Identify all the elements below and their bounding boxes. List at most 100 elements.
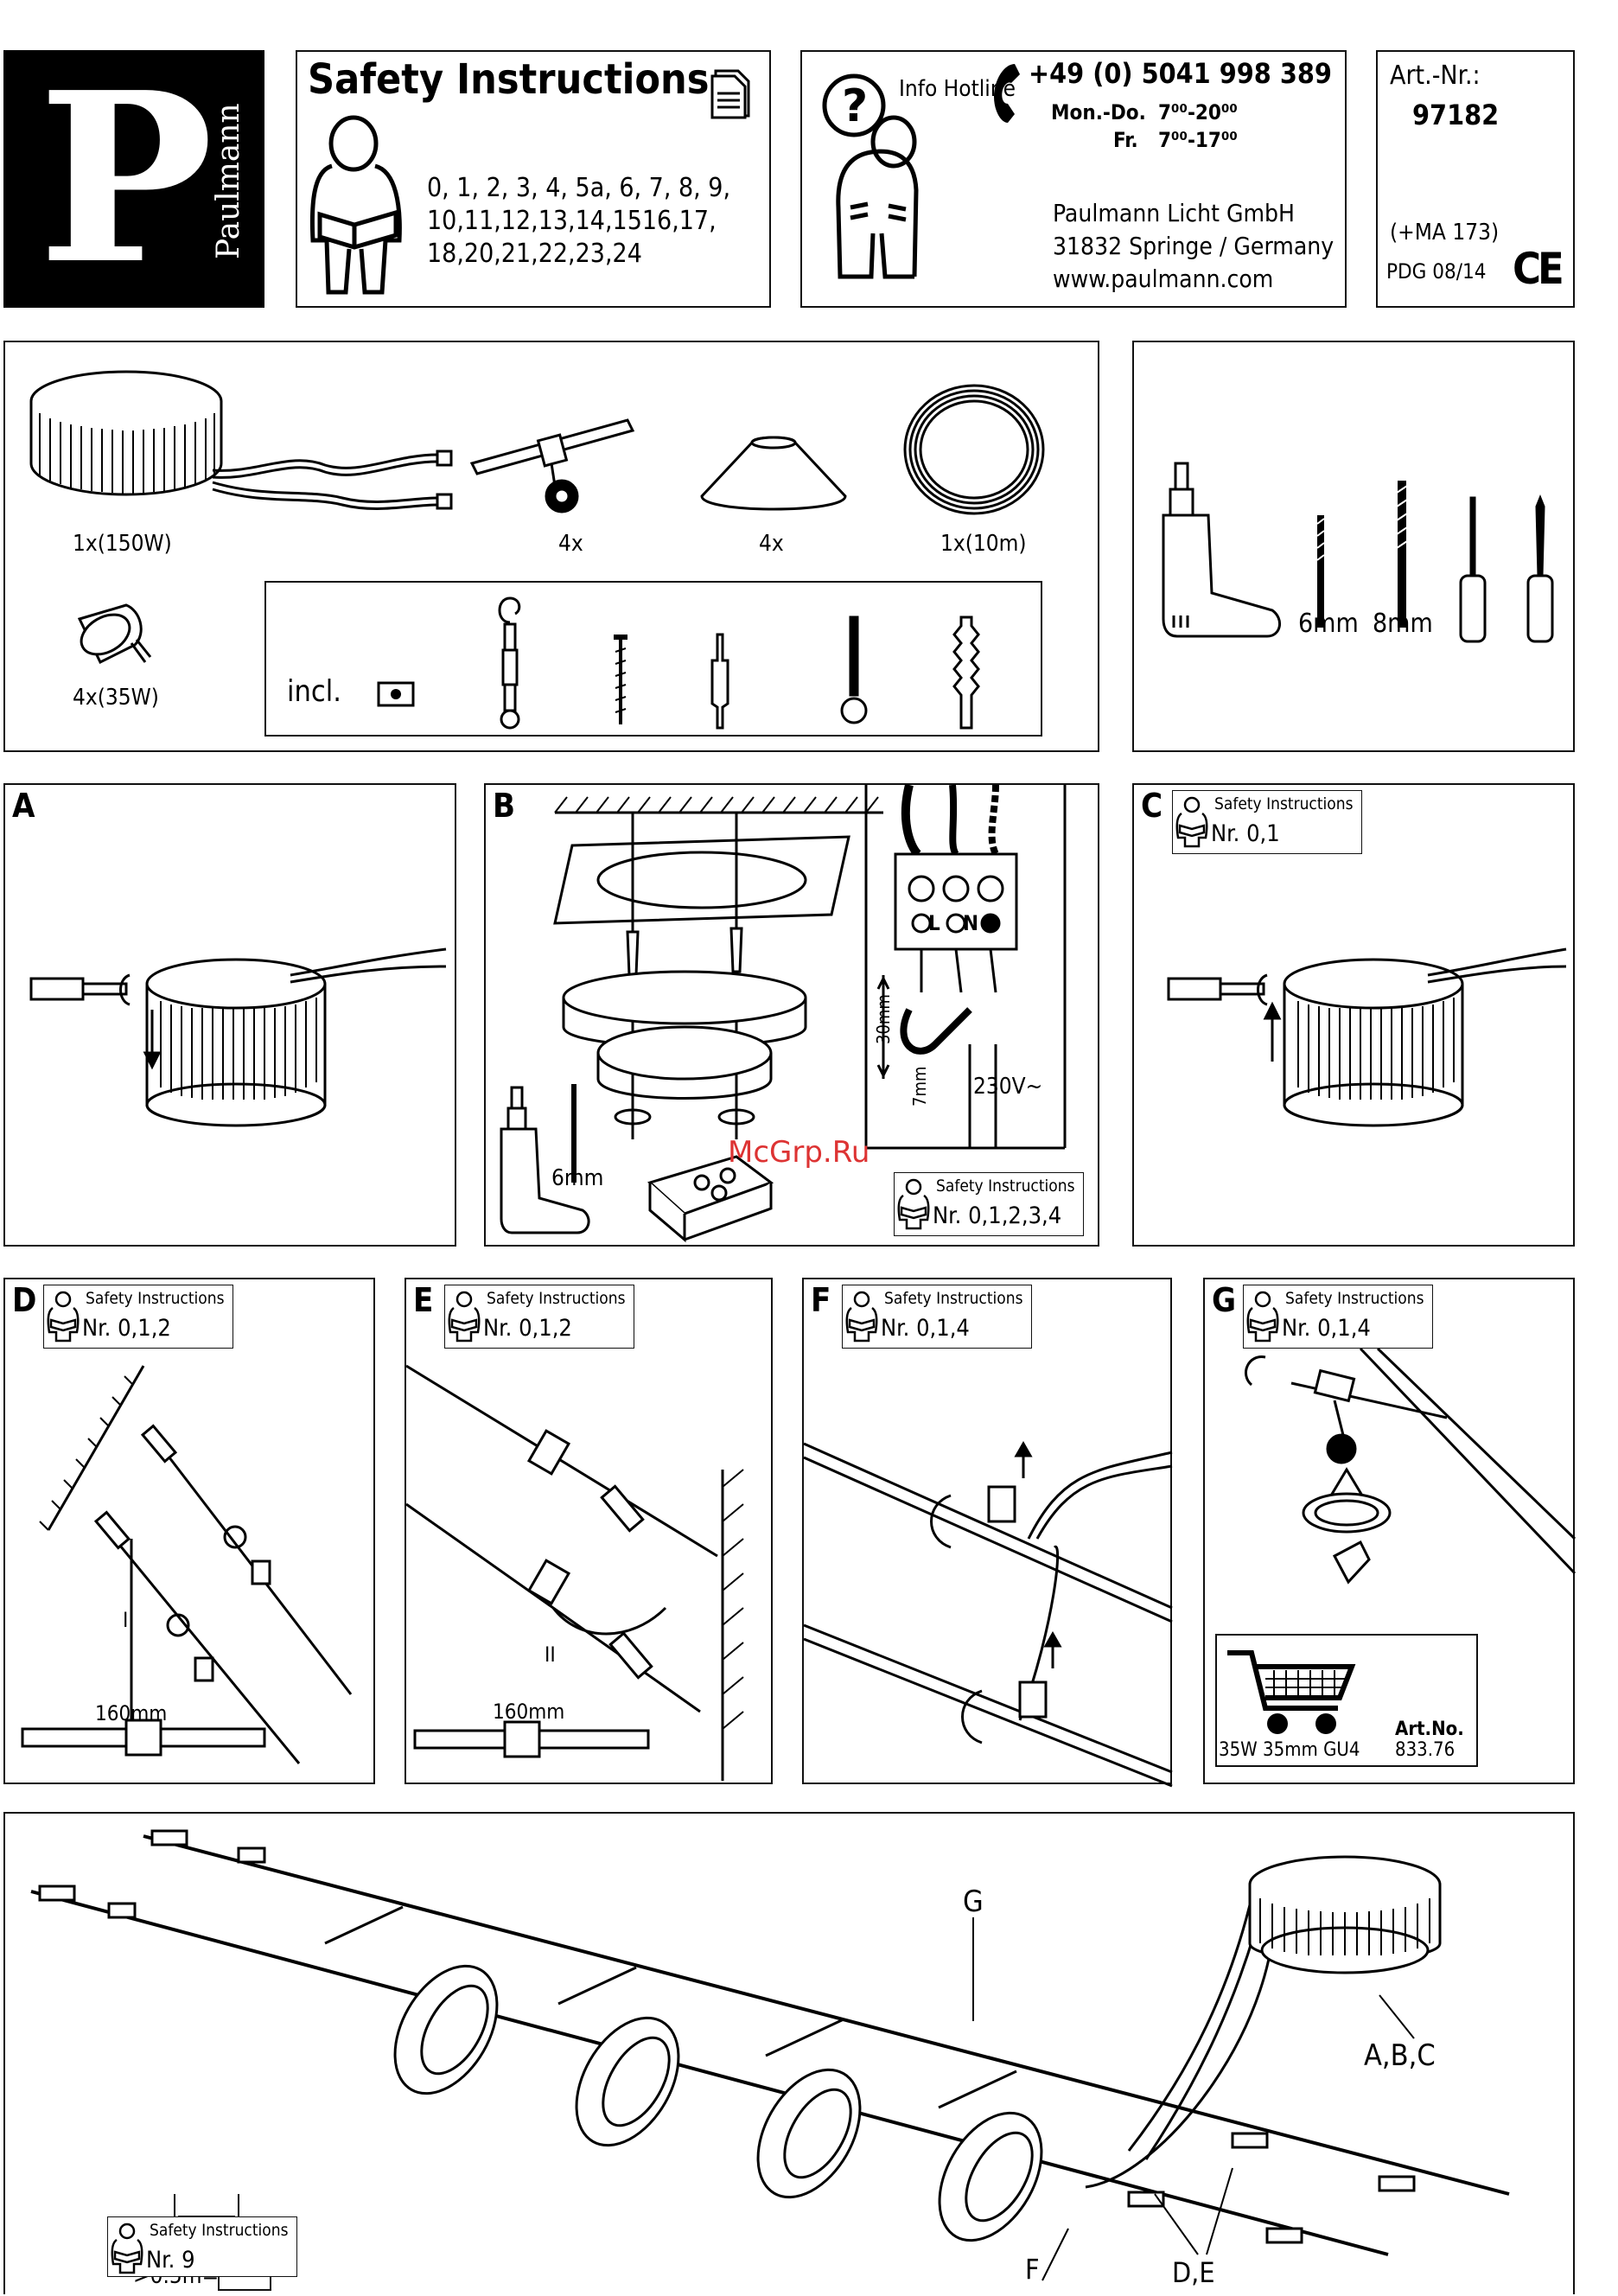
step-b-ceiling-mount-illustration	[553, 796, 883, 1139]
shopping-cart-icon	[1227, 1650, 1356, 1734]
large-wall-plug-icon	[952, 615, 980, 730]
step-f-safety-badge: Safety Instructions Nr. 0,1,4	[842, 1285, 1032, 1349]
info-hotline-header: ? Info Hotline +49 (0) 5041 998 389 Mon.…	[800, 50, 1347, 308]
drill-bit-8mm-label: 8mm	[1373, 609, 1433, 639]
hotline-hours1-day: Mon.-Do.	[1051, 100, 1146, 124]
step-d-panel: D Safety Instructions Nr. 0,1,2 160mm II	[3, 1278, 375, 1784]
step-g-panel: G Safety Instructions Nr. 0,1,4	[1203, 1278, 1577, 1784]
lamp-qty: 4x(35W)	[73, 685, 159, 711]
step-b-safety-nr: Nr. 0,1,2,3,4	[933, 1202, 1062, 1229]
step-b-safety-title: Safety Instructions	[936, 1177, 1075, 1196]
cable-coil-illustration	[903, 384, 1045, 515]
overview-cable-system-illustration	[30, 1829, 1510, 2281]
terminal-block-icon	[377, 681, 415, 707]
step-b-terminal-detail	[864, 783, 1067, 1150]
document-icon	[710, 69, 750, 119]
hotline-hours1-time: 7⁰⁰-20⁰⁰	[1158, 100, 1238, 124]
step-b-drill-icon	[500, 1084, 590, 1234]
step-a-illustration	[29, 947, 447, 1127]
reading-person-icon	[309, 115, 402, 295]
overview-label-abc: A,B,C	[1364, 2038, 1436, 2073]
hotline-hours2-time: 7⁰⁰-17⁰⁰	[1158, 128, 1238, 152]
hotline-phone: +49 (0) 5041 998 389	[1029, 57, 1332, 90]
step-b-term-l: L	[928, 911, 940, 935]
step-e-dim: 160mm	[493, 1700, 565, 1724]
replacement-lamp-box: 35W 35mm GU4 Art.No. 833.76	[1215, 1634, 1478, 1767]
ce-mark: CE	[1513, 244, 1564, 294]
screwdriver-flat-icon	[1459, 496, 1487, 643]
lamp-art-label: Art.No.	[1395, 1719, 1464, 1740]
step-b-dim-30mm: 30mm	[873, 994, 894, 1044]
step-e-safety-nr: Nr. 0,1,2	[483, 1315, 572, 1342]
step-c-panel: C Safety Instructions Nr. 0,1	[1132, 783, 1575, 1247]
step-b-letter: B	[493, 787, 516, 825]
hotline-website: www.paulmann.com	[1053, 265, 1274, 293]
watermark: McGrp.Ru	[728, 1135, 870, 1170]
step-f-safety-title: Safety Instructions	[884, 1289, 1023, 1308]
hotline-address: 31832 Springe / Germany	[1053, 232, 1335, 260]
safety-instructions-header: Safety Instructions 0, 1, 2, 3, 4, 5a, 6…	[296, 50, 771, 308]
step-c-letter: C	[1141, 787, 1163, 825]
shade-illustration	[700, 436, 847, 511]
phone-icon	[994, 64, 1020, 123]
step-a-letter: A	[12, 787, 35, 825]
step-g-illustration	[1244, 1347, 1577, 1585]
cable-qty: 1x(10m)	[940, 531, 1027, 557]
package-contents-panel: 1x(150W) 4x 4x 1x(10m) 4x(35W) i	[3, 341, 1099, 752]
logo-block: P Paulmann	[3, 50, 264, 308]
step-f-panel: F Safety Instructions Nr. 0,1,4	[802, 1278, 1173, 1788]
drill-bit-6mm-label: 6mm	[1298, 609, 1359, 639]
transformer-illustration	[29, 370, 453, 510]
safety-numbers-line3: 18,20,21,22,23,24	[427, 239, 642, 269]
step-b-voltage: 230V~	[973, 1074, 1043, 1100]
logo-brand-name: Paulmann	[211, 103, 246, 259]
step-b-term-n: N	[963, 911, 979, 935]
step-b-dim-7mm: 7mm	[909, 1066, 930, 1107]
shade-qty: 4x	[759, 531, 784, 557]
step-d-dim: 160mm	[95, 1701, 168, 1725]
step-e-panel: E Safety Instructions Nr. 0,1,2 160mm II	[404, 1278, 773, 1784]
included-hardware-box: incl.	[264, 581, 1042, 737]
safety-numbers-line1: 0, 1, 2, 3, 4, 5a, 6, 7, 8, 9,	[427, 173, 731, 203]
safety-numbers-line2: 10,11,12,13,14,1516,17,	[427, 206, 717, 236]
overview-label-f: F	[1025, 2253, 1040, 2286]
hook-turnbuckle-icon	[498, 596, 521, 730]
step-a-panel: A	[3, 783, 456, 1247]
step-e-safety-badge: Safety Instructions Nr. 0,1,2	[444, 1285, 634, 1349]
step-g-letter: G	[1212, 1281, 1237, 1319]
wall-plug-icon	[710, 633, 729, 730]
step-c-illustration	[1167, 947, 1567, 1127]
logo-letter: P	[38, 41, 214, 316]
step-g-safety-title: Safety Instructions	[1285, 1289, 1424, 1308]
overview-safety-badge: Safety Instructions Nr. 9	[107, 2216, 297, 2277]
lamp-spec: 35W 35mm GU4	[1219, 1739, 1360, 1761]
svg-text:?: ?	[842, 80, 868, 132]
overview-safety-nr: Nr. 9	[146, 2247, 195, 2274]
overview-label-de: D,E	[1172, 2256, 1215, 2289]
step-c-safety-title: Safety Instructions	[1214, 794, 1354, 813]
spot-arm-qty: 4x	[558, 531, 583, 557]
drill-bit-8mm-icon	[1396, 481, 1408, 628]
article-label: Art.-Nr.:	[1390, 61, 1481, 91]
step-c-safety-badge: Safety Instructions Nr. 0,1	[1172, 790, 1362, 854]
lamp-art-number: 833.76	[1395, 1739, 1456, 1761]
overview-safety-title: Safety Instructions	[150, 2221, 289, 2240]
safety-title: Safety Instructions	[308, 55, 710, 104]
screwdriver-phillips-icon	[1526, 494, 1554, 643]
step-d-illustration	[21, 1365, 353, 1764]
drill-icon	[1162, 462, 1281, 638]
step-d-safety-badge: Safety Instructions Nr. 0,1,2	[43, 1285, 233, 1349]
eye-bolt-icon	[840, 615, 868, 724]
included-label: incl.	[287, 674, 341, 709]
step-d-safety-nr: Nr. 0,1,2	[82, 1315, 171, 1342]
overview-panel: G A,B,C F D,E 5m >0.5m= 0.5m	[3, 1812, 1575, 2294]
article-ma: (+MA 173)	[1390, 220, 1500, 246]
step-g-safety-nr: Nr. 0,1,4	[1282, 1315, 1371, 1342]
step-g-safety-badge: Safety Instructions Nr. 0,1,4	[1243, 1285, 1433, 1349]
step-e-parallel: II	[545, 1642, 556, 1667]
required-tools-panel: 6mm 8mm	[1132, 341, 1575, 752]
step-d-letter: D	[12, 1281, 37, 1319]
drill-bit-6mm-icon	[1316, 515, 1325, 628]
step-b-terminal-block-detail	[647, 1155, 774, 1243]
question-person-icon: ?	[822, 73, 919, 279]
